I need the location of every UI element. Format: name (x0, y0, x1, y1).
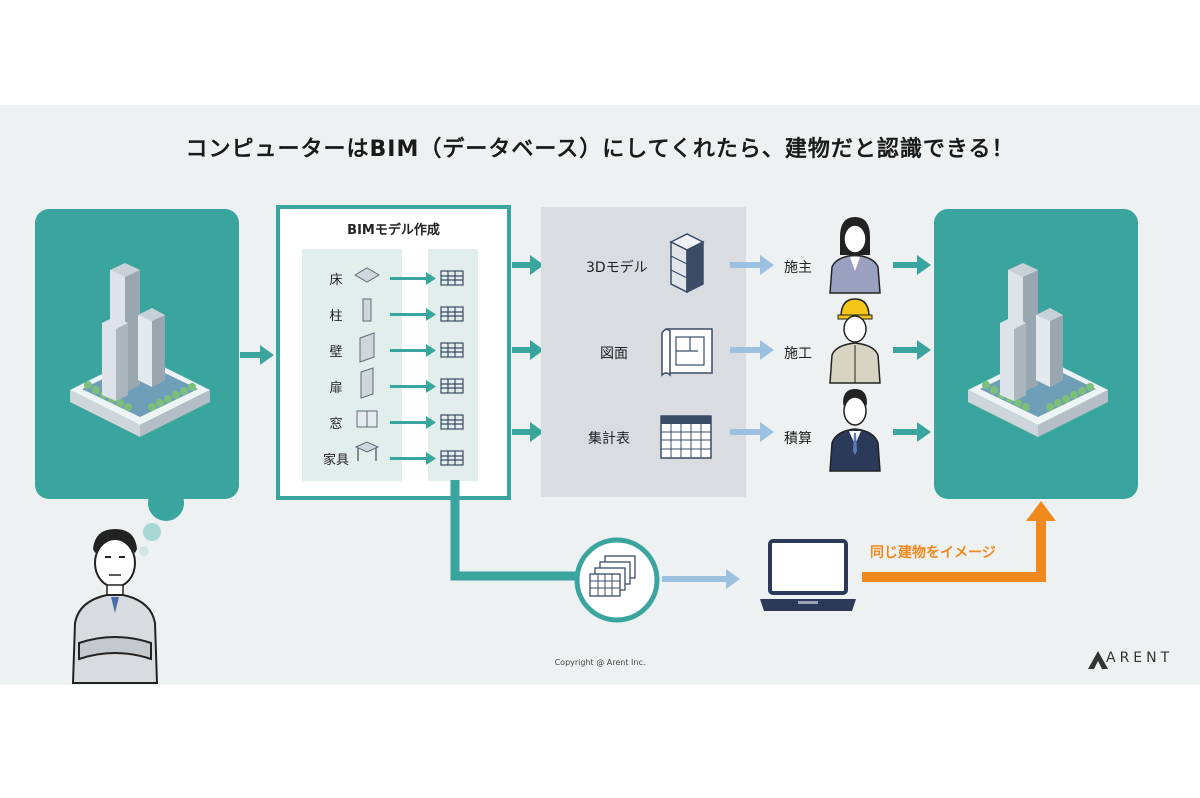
copyright-text: Copyright @ Arent Inc. (554, 658, 646, 667)
3d-model-icon (669, 233, 705, 294)
wall-icon (359, 332, 375, 363)
arrow-to-laptop (662, 569, 740, 589)
element-label-furniture: 家具 (322, 453, 349, 468)
drawing-icon (661, 328, 713, 377)
database-sheets-icon (574, 537, 660, 623)
schedule-table-icon (660, 415, 712, 459)
left-building-icon (70, 263, 210, 437)
arrows-to-right-panel (893, 255, 931, 442)
furniture-icon (354, 441, 380, 453)
role-label-construction: 施工 (784, 346, 812, 362)
owner-person-icon (829, 217, 881, 294)
floor-icon (354, 267, 380, 283)
laptop-icon (760, 539, 856, 611)
element-label-door: 扉 (329, 381, 343, 396)
element-label-floor: 床 (329, 273, 343, 288)
arrows-to-outputs (512, 255, 544, 442)
bim-element-arrows (390, 272, 436, 465)
bim-table-icons (440, 270, 464, 466)
column-icon (362, 298, 372, 322)
bim-element-icons (354, 267, 380, 461)
arent-logo-text: ARENT (1106, 650, 1174, 666)
orange-arrow-up (862, 501, 1056, 582)
arent-logo-icon (1088, 651, 1108, 669)
bim-database-column (428, 249, 478, 481)
arrows-to-roles (730, 255, 774, 442)
bim-elements-column (302, 249, 402, 481)
role-label-owner: 施主 (784, 260, 812, 276)
bim-model-box: BIMモデル作成 床 柱 壁 扉 窓 家具 (276, 205, 511, 500)
worker-person-icon (71, 529, 159, 684)
bim-model-title: BIMモデル作成 (347, 223, 440, 238)
element-label-wall: 壁 (329, 345, 343, 360)
output-label-drawing: 図面 (600, 346, 628, 362)
element-label-window: 窓 (329, 417, 343, 432)
output-label-3d-model: 3Dモデル (586, 260, 648, 276)
door-icon (360, 367, 374, 399)
bim-to-database-connector (450, 480, 582, 581)
thought-bubbles (139, 485, 184, 556)
right-building-icon (968, 263, 1108, 437)
output-label-schedule: 集計表 (588, 431, 630, 447)
estimator-person-icon (829, 389, 881, 472)
construction-worker-icon (829, 298, 881, 384)
same-building-label: 同じ建物をイメージ (870, 545, 996, 561)
slide: コンピューターはBIM（データベース）にしてくれたら、建物だと認識できる！ (0, 105, 1200, 685)
slide-title: コンピューターはBIM（データベース）にしてくれたら、建物だと認識できる！ (185, 137, 1015, 162)
element-label-column: 柱 (329, 309, 343, 324)
arrow-to-bim (240, 345, 274, 365)
role-label-estimation: 積算 (784, 431, 812, 447)
